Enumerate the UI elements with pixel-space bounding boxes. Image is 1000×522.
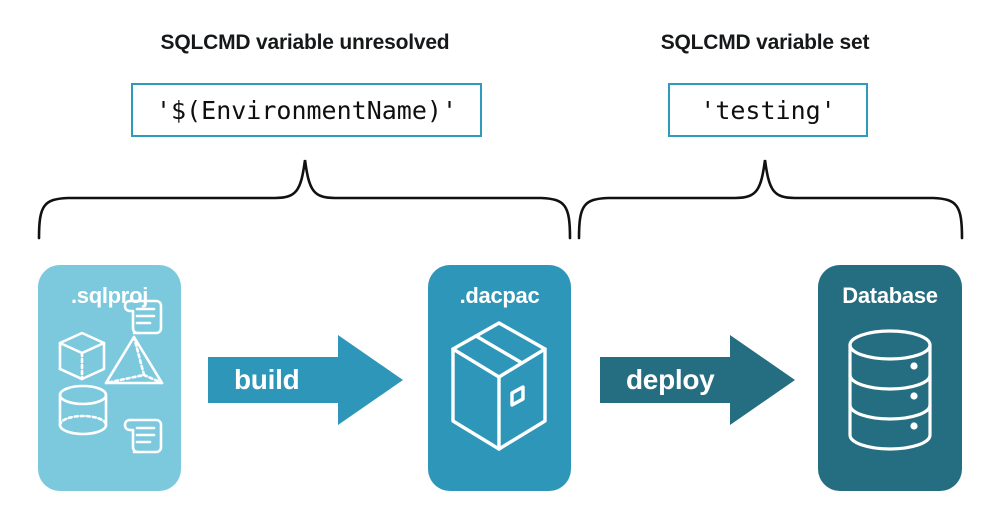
- brace-unresolved: [37, 159, 572, 240]
- database-icon-group: [848, 329, 932, 451]
- card-label-dacpac: .dacpac: [459, 283, 540, 308]
- script-icon: [123, 418, 163, 454]
- arrow-label-deploy: deploy: [626, 364, 715, 395]
- build-arrow-shape: [208, 335, 403, 425]
- group-heading-unresolved: SQLCMD variable unresolved: [160, 31, 450, 54]
- sqlcmd-value-box-unresolved: '$(EnvironmentName)': [131, 83, 482, 137]
- sqlcmd-value-box-set: 'testing': [668, 83, 868, 137]
- pyramid-icon: [104, 335, 164, 385]
- script-icon: [123, 299, 163, 335]
- card-label-sqlproj: .sqlproj: [70, 283, 149, 308]
- database-cylinder-icon: [848, 329, 932, 451]
- package-box-icon: [451, 321, 547, 451]
- dacpac-icon-group: [451, 321, 547, 451]
- card-dacpac: .dacpac: [428, 265, 571, 491]
- arrow-build: build: [208, 335, 403, 425]
- brace-set: [577, 159, 964, 240]
- card-label-database: Database: [842, 283, 938, 308]
- card-sqlproj: .sqlproj: [38, 265, 181, 491]
- deploy-arrow-shape: [600, 335, 795, 425]
- card-database: Database: [818, 265, 962, 491]
- cube-icon: [58, 331, 106, 381]
- sqlproj-icon-group: [58, 299, 164, 454]
- cylinder-icon: [58, 384, 108, 436]
- arrow-deploy: deploy: [600, 335, 795, 425]
- group-heading-set: SQLCMD variable set: [660, 31, 870, 54]
- arrow-label-build: build: [234, 364, 300, 395]
